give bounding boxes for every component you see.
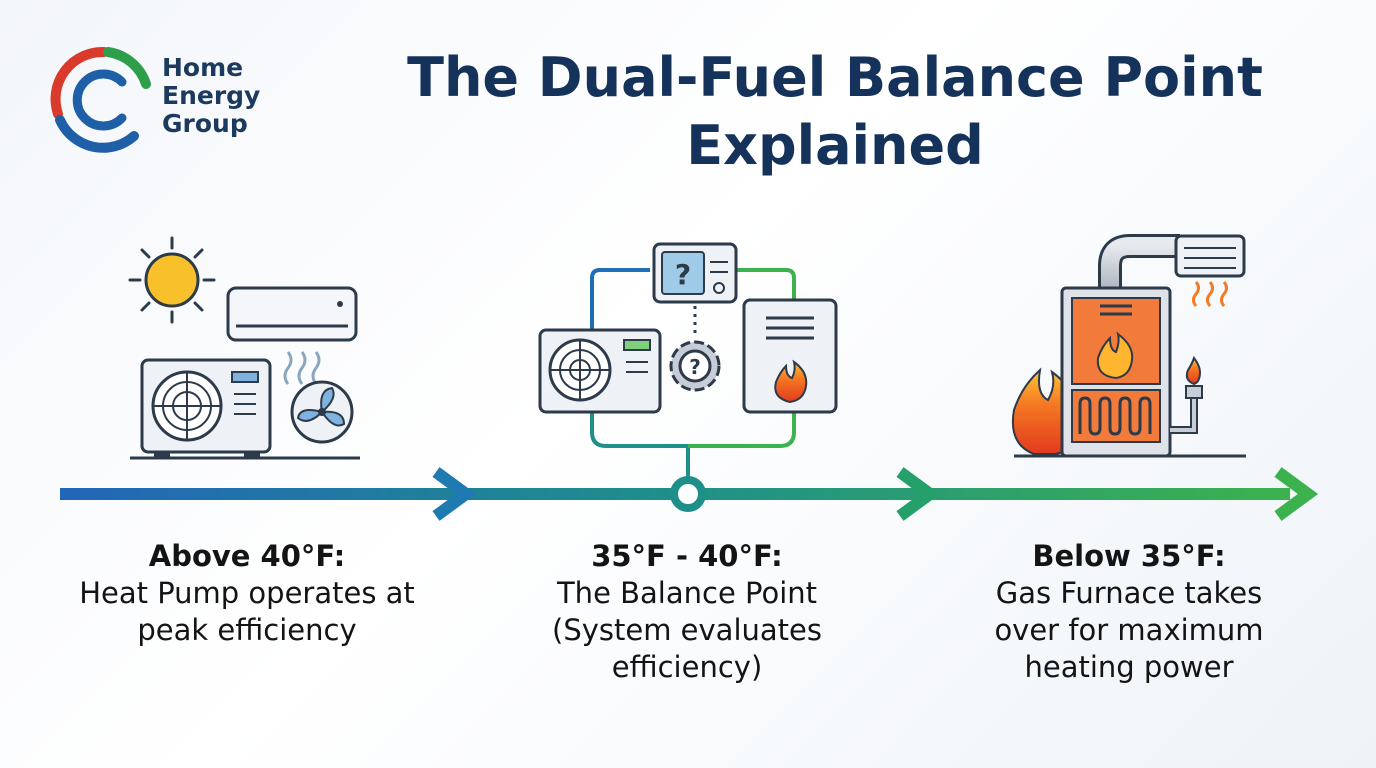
- timeline-arrows: [60, 467, 1319, 521]
- stage-heading-3: Below 35°F:: [1032, 539, 1226, 573]
- sun-icon: [128, 236, 216, 324]
- arrow-head-2: [896, 467, 941, 521]
- furnace-cabinet-icon: [1060, 286, 1172, 458]
- brand-name-line-3: Group: [162, 109, 248, 138]
- brand-name-line-1: Home: [162, 53, 244, 82]
- arrow-head-3: [1274, 467, 1319, 521]
- logo-swirl-icon: [50, 46, 151, 153]
- gear-icon: ?: [669, 340, 721, 392]
- svg-text:?: ?: [689, 355, 701, 379]
- fan-icon: [290, 380, 354, 444]
- svg-text:?: ?: [675, 258, 691, 291]
- stage-caption-3: Below 35°F: Gas Furnace takes over for m…: [939, 538, 1319, 686]
- stage-body-2: The Balance Point (System evaluates effi…: [552, 576, 822, 684]
- gas-valve-icon: [1170, 355, 1203, 434]
- wall-unit-icon: [226, 286, 358, 342]
- stage-body-3: Gas Furnace takes over for maximum heati…: [994, 576, 1264, 684]
- stage-caption-2: 35°F - 40°F: The Balance Point (System e…: [497, 538, 877, 686]
- brand-name: Home Energy Group: [162, 54, 260, 138]
- thermostat-icon: ?: [652, 242, 738, 304]
- stage-body-1: Heat Pump operates at peak efficiency: [79, 576, 415, 647]
- stage-caption-1: Above 40°F: Heat Pump operates at peak e…: [57, 538, 437, 649]
- brand-logo: Home Energy Group: [44, 44, 294, 159]
- outdoor-unit-small-icon: [538, 328, 662, 414]
- furnace-small-icon: [742, 298, 838, 414]
- page-title: The Dual-Fuel Balance Point Explained: [407, 46, 1263, 177]
- warm-air-icon: [283, 351, 321, 385]
- gas-furnace-flame-icon: [1012, 234, 1246, 458]
- brand-name-line-2: Energy: [162, 81, 261, 110]
- arrow-head-1: [432, 467, 477, 521]
- outdoor-unit-icon: [140, 358, 272, 458]
- stage-heading-2: 35°F - 40°F:: [591, 539, 783, 573]
- heat-pump-sun-icon: [128, 236, 360, 460]
- thermostat-decision-icon: ? ?: [538, 242, 838, 482]
- stage-heading-1: Above 40°F:: [148, 539, 346, 573]
- balance-point-node: [670, 476, 706, 512]
- vent-pipe-icon: [1098, 234, 1180, 290]
- ac-vent-icon: [1174, 234, 1246, 307]
